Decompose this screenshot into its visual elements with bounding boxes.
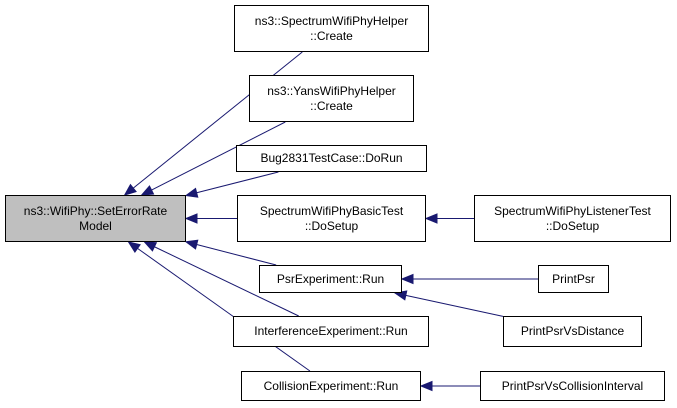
edge-print-psr-distance-to-psr-run [393,290,504,317]
arrowhead-icon [127,241,141,253]
edge-yans-create-to-root [140,121,286,196]
edge-bug2831-to-root [184,171,279,198]
node-label-line: Model [79,218,112,233]
node-label-line: PrintPsrVsCollisionInterval [501,378,644,393]
edge-line [196,244,277,266]
edge-collision-run-to-root [127,241,311,372]
edge-print-psr-to-psr-run [400,273,538,285]
edge-print-psr-collision-to-collision-run [419,380,480,392]
node-label-line: ns3::YansWifiPhyHelper [267,83,396,98]
node-psrexperiment-run[interactable]: PsrExperiment::Run [259,265,402,293]
node-label-line: SpectrumWifiPhyBasicTest [259,203,404,218]
edge-line [137,247,311,372]
arrowhead-icon [140,185,155,196]
arrowhead-icon [424,213,438,224]
edge-spectrum-create-to-root [123,51,303,196]
node-label-line: ns3::WifiPhy::SetErrorRate [23,203,168,218]
node-spectrumwifiphylistenertest-dosetup[interactable]: SpectrumWifiPhyListenerTest ::DoSetup [474,195,671,242]
node-label-line: ::DoSetup [545,218,600,233]
node-label-line: PrintPsr [552,271,595,286]
node-spectrumwifiphybasictest-dosetup[interactable]: SpectrumWifiPhyBasicTest ::DoSetup [237,195,426,242]
node-label-line: CollisionExperiment::Run [263,378,399,393]
edge-line [151,121,286,191]
node-label-line: Bug2831TestCase::DoRun [260,151,403,165]
arrowhead-icon [143,241,158,252]
node-label-line: PrintPsrVsDistance [520,324,625,338]
node-label-line: ns3::SpectrumWifiPhyHelper [254,13,409,28]
node-bug2831testcase-dorun[interactable]: Bug2831TestCase::DoRun [236,145,427,172]
edge-line [405,294,504,317]
arrowhead-icon [419,380,433,392]
node-label-line: InterferenceExperiment::Run [254,324,408,338]
node-wifiphy-seterrorratemodel: ns3::WifiPhy::SetErrorRate Model [5,195,186,242]
node-printpsrvsdistance[interactable]: PrintPsrVsDistance [503,316,642,347]
node-printpsr[interactable]: PrintPsr [538,265,609,293]
edge-line [154,246,299,317]
node-printpsrvscollisioninterval[interactable]: PrintPsrVsCollisionInterval [480,371,665,401]
edge-line [196,171,279,194]
node-spectrumwifiphyhelper-create[interactable]: ns3::SpectrumWifiPhyHelper ::Create [234,5,429,52]
node-label-line: ::Create [310,28,353,43]
edge-spectrum-listener-to-spectrum-basic [424,213,474,224]
node-label-line: ::Create [310,98,353,113]
arrowhead-icon [184,187,199,198]
arrowhead-icon [184,239,199,250]
edge-interference-run-to-root [143,241,299,317]
node-label-line: ::DoSetup [304,218,359,233]
node-label-line: PsrExperiment::Run [276,271,385,286]
arrowhead-icon [184,213,198,224]
node-interferenceexperiment-run[interactable]: InterferenceExperiment::Run [233,316,429,347]
node-yanswifiphyhelper-create[interactable]: ns3::YansWifiPhyHelper ::Create [249,75,414,122]
node-collisionexperiment-run[interactable]: CollisionExperiment::Run [241,371,421,401]
arrowhead-icon [123,183,137,196]
node-label-line: SpectrumWifiPhyListenerTest [494,203,651,218]
arrowhead-icon [400,273,414,285]
edge-spectrum-basic-to-root [184,213,237,224]
edge-line [132,51,303,189]
edge-psr-run-to-root [184,239,277,266]
